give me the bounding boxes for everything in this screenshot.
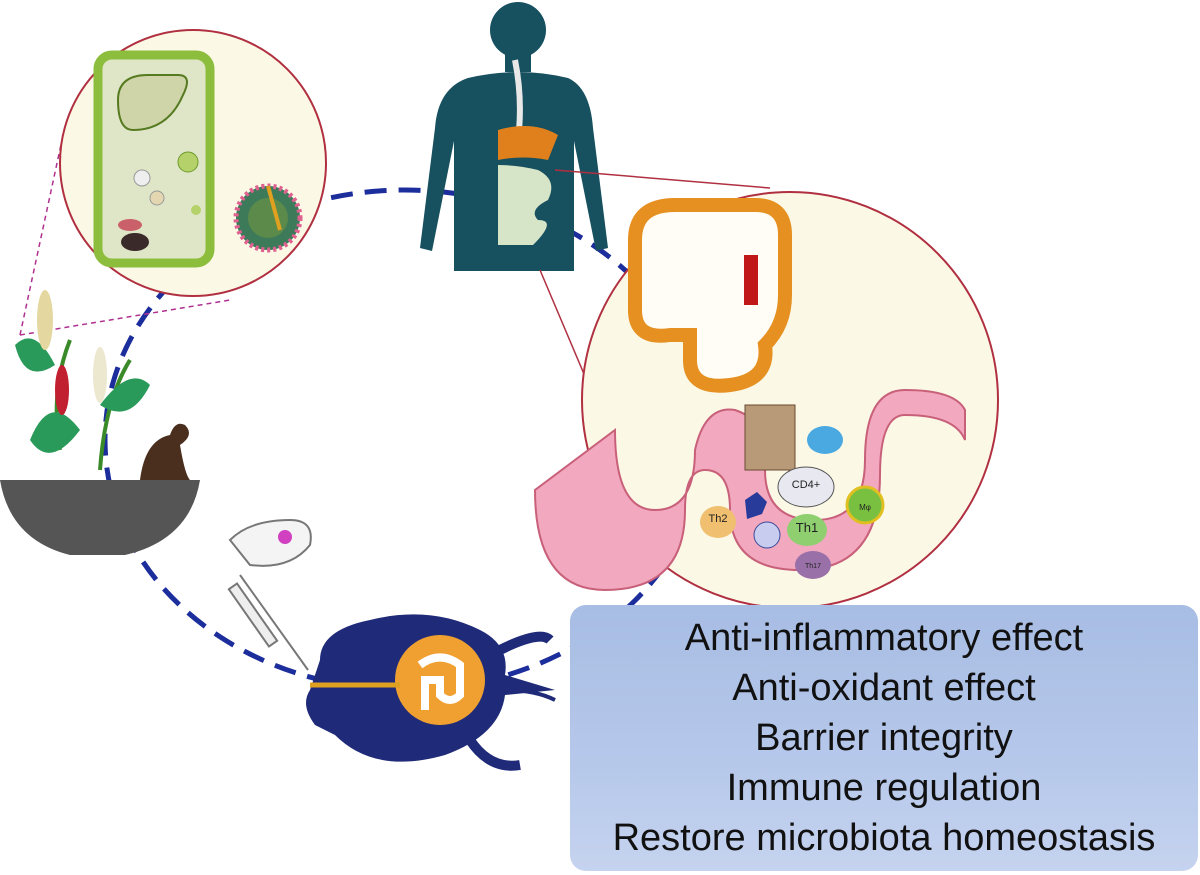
mouse bbox=[306, 614, 556, 771]
th17-label: Th17 bbox=[805, 563, 821, 570]
cd4-label: CD4+ bbox=[792, 479, 820, 491]
zoom-line bbox=[19, 139, 63, 336]
effect-barrier-integrity: Barrier integrity bbox=[755, 717, 1013, 759]
th1-label: Th1 bbox=[796, 520, 818, 535]
herb-and-mortar bbox=[0, 290, 200, 555]
human-silhouette bbox=[420, 2, 608, 271]
effect-microbiota: Restore microbiota homeostasis bbox=[612, 817, 1156, 859]
effect-anti-oxidant: Anti-oxidant effect bbox=[732, 667, 1036, 709]
syringe-hand bbox=[227, 518, 312, 671]
colon-circle: CD4+ Th2 Th1 Th17 Mφ bbox=[533, 191, 999, 609]
effect-anti-inflammatory: Anti-inflammatory effect bbox=[684, 617, 1084, 659]
zoom-line bbox=[554, 169, 771, 189]
effects-box: Anti-inflammatory effect Anti-oxidant ef… bbox=[570, 605, 1198, 871]
effect-immune-regulation: Immune regulation bbox=[726, 767, 1042, 809]
th2-label: Th2 bbox=[709, 513, 728, 525]
macrophage-label: Mφ bbox=[859, 503, 871, 512]
nanoparticle bbox=[233, 183, 303, 253]
plant-cell-circle bbox=[59, 29, 327, 297]
